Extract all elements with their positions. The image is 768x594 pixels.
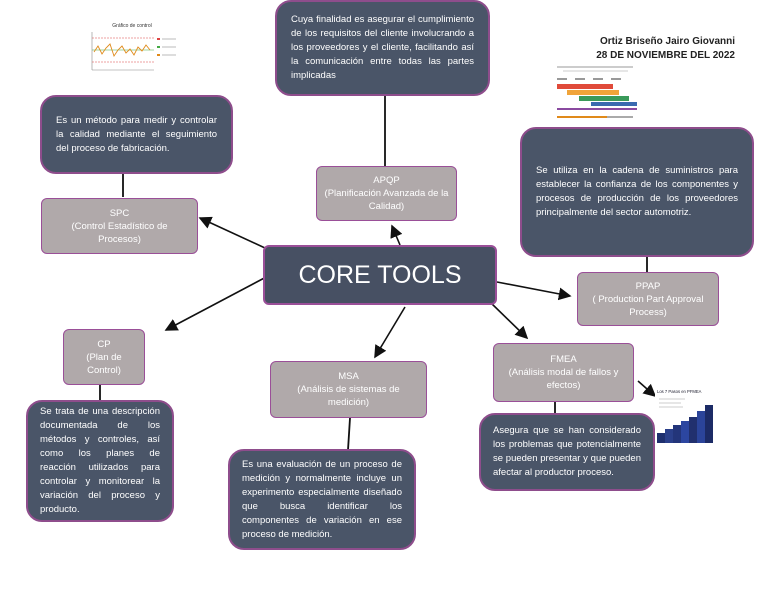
cp-node-label: CP [97, 338, 111, 350]
msa-node-label: MSA [338, 371, 359, 382]
apqp-description: Cuya finalidad es asegurar el cumplimien… [275, 0, 490, 96]
cp-node: CP (Plan de Control) [63, 329, 145, 385]
spc-chart-title: Gráfico de control [112, 23, 151, 29]
fmea-steps-thumbnail: Los 7 Pasos en PFMEA [655, 387, 713, 445]
apqp-node-sublabel: (Planificación Avanzada de la Calidad) [324, 188, 449, 212]
fmea-image-title: Los 7 Pasos en PFMEA [657, 389, 702, 394]
msa-description: Es una evaluación de un proceso de medic… [228, 449, 416, 550]
spc-node-label: SPC [109, 207, 130, 219]
fmea-node: FMEA (Análisis modal de fallos y efectos… [493, 343, 634, 402]
cp-node-sublabel: (Plan de Control) [86, 351, 122, 376]
fmea-node-label: FMEA [550, 354, 577, 365]
arrow-to-apqp [390, 224, 403, 246]
ppap-node-label: PPAP [635, 280, 661, 292]
spc-node: SPC (Control Estadístico de Procesos) [41, 198, 198, 254]
core-tools-center: CORE TOOLS [263, 245, 497, 305]
arrow-to-fmea [489, 301, 529, 340]
cp-description: Se trata de una descripción documentada … [26, 400, 174, 522]
arrow-to-ppap [496, 281, 572, 301]
fmea-node-sublabel: (Análisis modal de fallos y efectos) [508, 367, 619, 391]
spc-control-chart-thumbnail: Gráfico de control [84, 20, 180, 78]
apqp-node: APQP (Planificación Avanzada de la Calid… [316, 166, 457, 221]
arrow-to-msa [374, 306, 406, 359]
ppap-node-sublabel: ( Production Part Approval Process) [592, 293, 704, 318]
author-name: Ortiz Briseño Jairo Giovanni [599, 36, 735, 47]
arrow-to-spc [198, 216, 266, 249]
apqp-timeline-svg [557, 66, 637, 118]
msa-node-sublabel: (Análisis de sistemas de medición) [297, 384, 400, 408]
fmea-steps-svg: Los 7 Pasos en PFMEA [655, 387, 713, 445]
arrow-fmea-image [637, 380, 657, 398]
arrow-to-cp [164, 274, 271, 331]
spc-node-sublabel: (Control Estadístico de Procesos) [71, 220, 168, 245]
core-tools-title: CORE TOOLS [298, 260, 462, 289]
msa-node: MSA (Análisis de sistemas de medición) [270, 361, 427, 418]
fmea-description: Asegura que se han considerado los probl… [479, 413, 655, 491]
ppap-node: PPAP ( Production Part Approval Process) [577, 272, 719, 326]
ppap-description: Se utiliza en la cadena de suministros p… [520, 127, 754, 257]
apqp-timeline-thumbnail [553, 64, 643, 122]
spc-chart-svg: Gráfico de control [84, 20, 180, 78]
spc-description: Es un método para medir y controlar la c… [40, 95, 233, 174]
line-msa-desc [347, 417, 351, 451]
author-date: 28 DE NOVIEMBRE DEL 2022 [596, 50, 735, 61]
apqp-node-label: APQP [373, 175, 400, 186]
